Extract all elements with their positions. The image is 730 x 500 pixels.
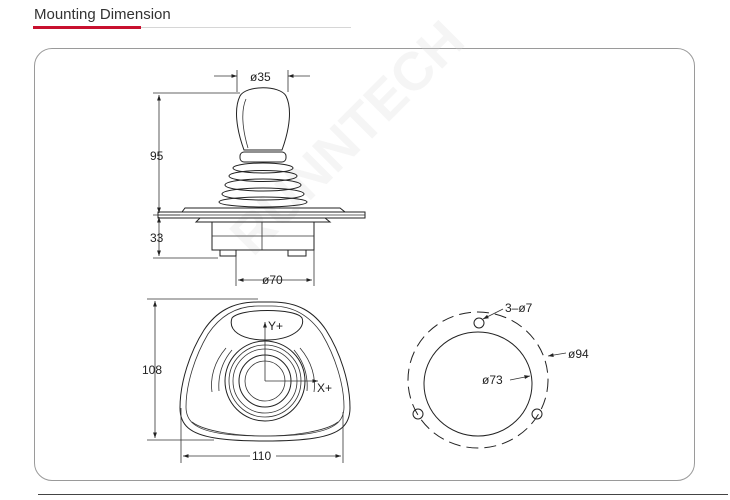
dim-cutout: ø73	[482, 373, 503, 387]
dim-height-upper: 95	[150, 149, 164, 163]
section-header: Mounting Dimension	[33, 0, 353, 30]
footer-rule	[38, 494, 728, 495]
dim-base-diameter: ø70	[262, 273, 283, 287]
side-view: ø35 95 33 ø70	[150, 70, 366, 287]
drawing-frame	[34, 48, 695, 481]
header-rule	[33, 27, 351, 28]
axis-y-label: Y+	[268, 319, 283, 333]
section-title: Mounting Dimension	[34, 6, 171, 23]
axis-x-label: X+	[317, 381, 332, 395]
mounting-cutout: 3–ø7 ø94 ø73	[407, 301, 589, 449]
header-accent	[33, 26, 141, 29]
watermark: RUNNTECH	[219, 10, 476, 267]
top-view: Y+ X+ 108 110	[142, 298, 351, 463]
dim-pcd: ø94	[568, 347, 589, 361]
dim-top-height: 108	[142, 363, 162, 377]
dim-top-width: 110	[252, 449, 271, 463]
dim-knob-diameter: ø35	[250, 70, 271, 84]
dim-height-lower: 33	[150, 231, 164, 245]
dim-holes: 3–ø7	[505, 301, 533, 315]
